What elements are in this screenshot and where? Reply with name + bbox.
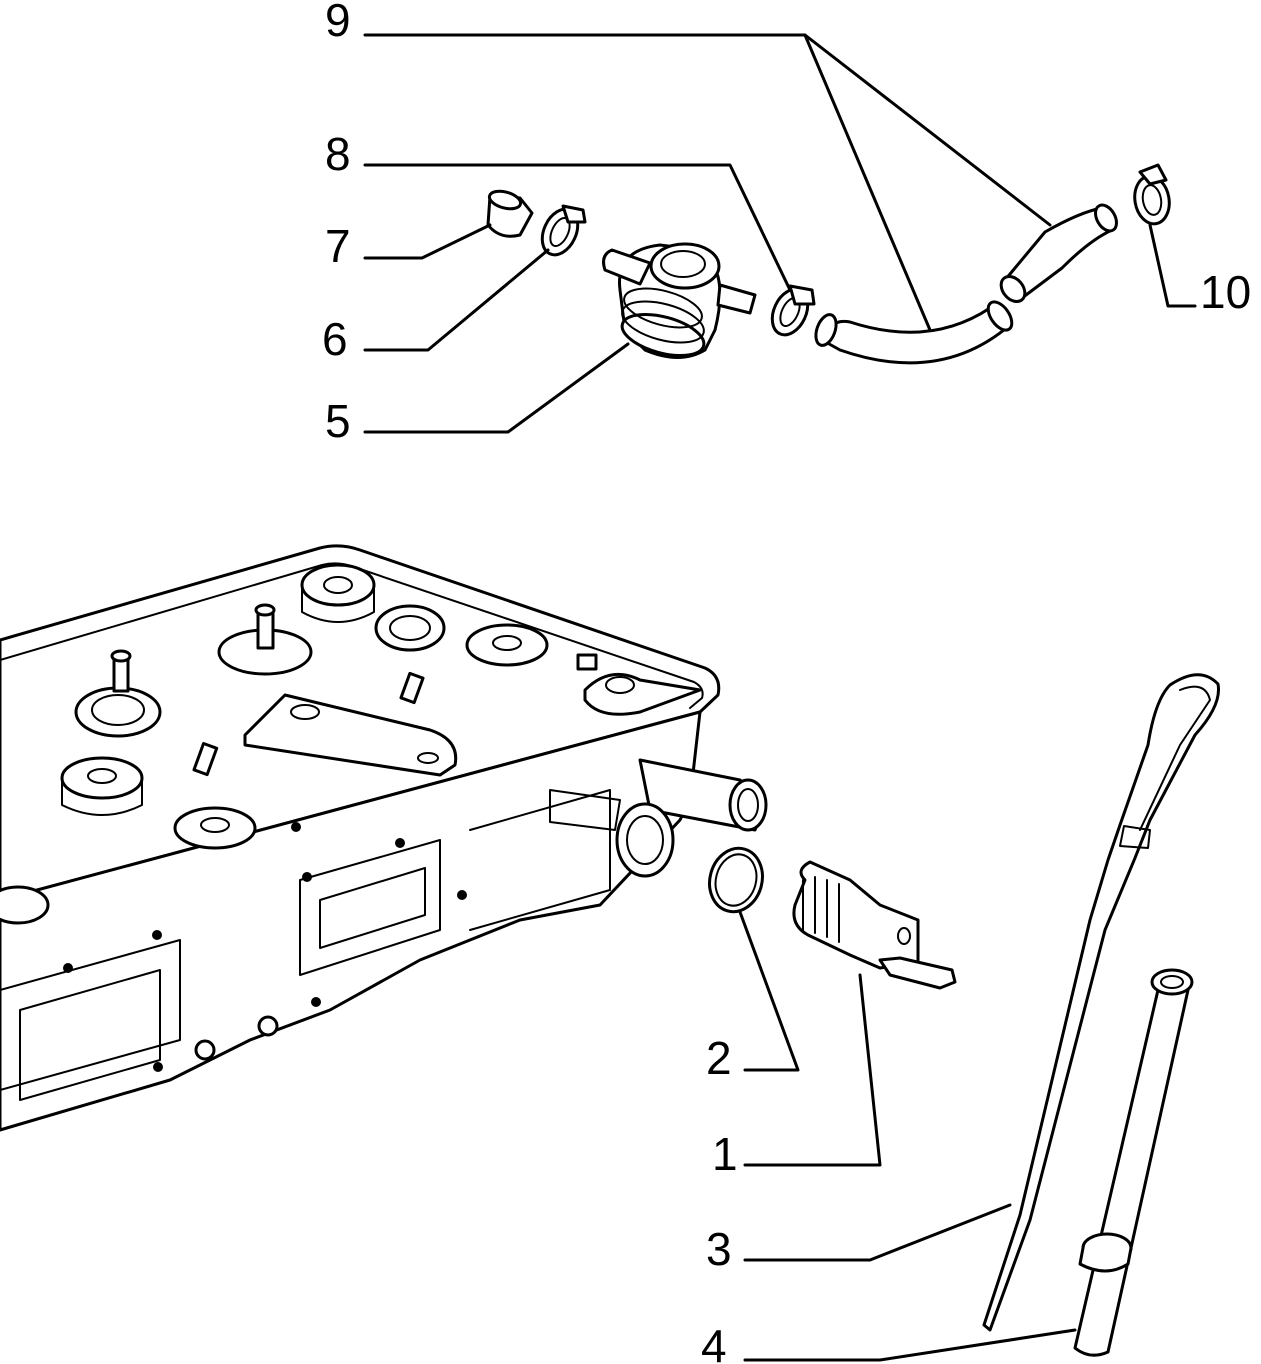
callout-10: 10 [1200,266,1251,318]
leader-lines [363,33,1197,1362]
callout-4: 4 [701,1320,727,1364]
callout-5: 5 [325,395,351,447]
part-10-hose-clamp [1133,163,1171,226]
leader-1 [743,973,882,1167]
callout-7: 7 [325,220,351,272]
part-2-seal-ring [708,846,764,914]
leader-7 [363,223,492,260]
callout-numbers: 9 8 7 6 5 10 2 1 3 4 [322,0,1251,1364]
cylinder-head-casting [0,544,768,1132]
callout-2: 2 [706,1032,732,1084]
leader-8 [363,163,792,292]
leader-4 [743,1328,1077,1362]
part-3-oil-dipstick [982,673,1221,1332]
leader-5 [363,342,630,434]
leader-2 [738,910,800,1072]
part-1-temperature-sensor [792,860,957,990]
callout-1: 1 [712,1128,738,1180]
part-7-hose-sleeve [486,189,534,238]
part-6-hose-clamp [540,204,587,257]
callout-3: 3 [706,1223,732,1275]
leader-9b [803,33,1052,227]
callout-9: 9 [325,0,351,46]
part-4-dipstick-guide-tube [1073,968,1194,1357]
leader-10 [1148,223,1197,308]
callout-6: 6 [322,313,348,365]
part-9-breather-hoses [814,203,1118,365]
leader-6 [363,248,550,352]
part-8-hose-clamp [770,284,816,337]
callout-8: 8 [325,128,351,180]
leader-3 [743,1203,1012,1262]
part-5-breather-valve [602,242,757,359]
